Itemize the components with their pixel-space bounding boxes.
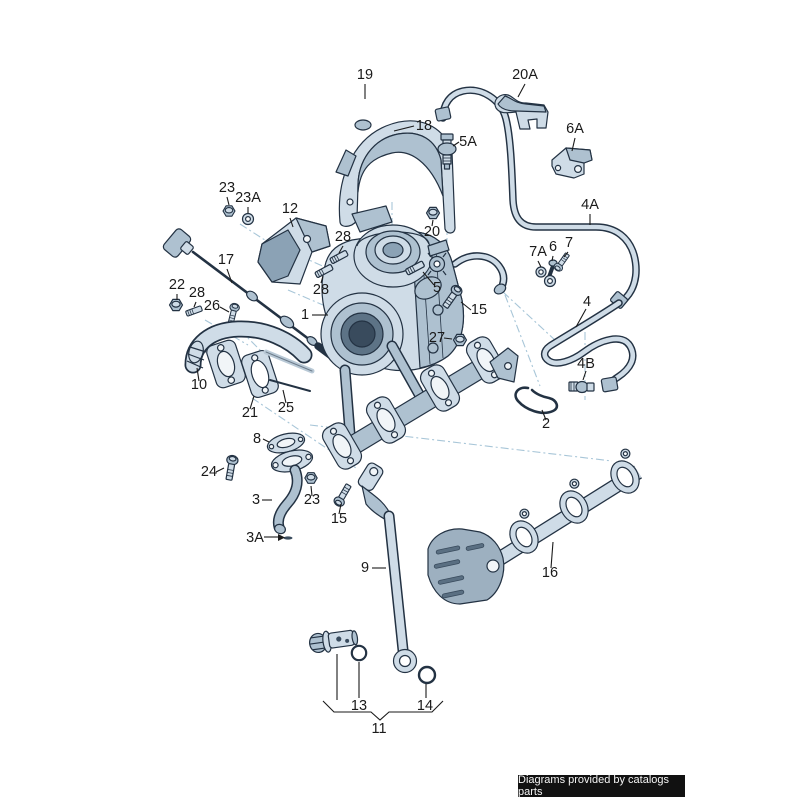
- part-3-oil-return-pipe: [270, 449, 314, 535]
- leader-lines: [176, 83, 591, 721]
- callout-28-a: 28: [335, 229, 351, 245]
- part-21-gasket: [241, 349, 279, 399]
- part-4-oil-pipe: [451, 252, 637, 393]
- part-25-rods: [263, 349, 315, 392]
- callout-9: 9: [361, 560, 369, 576]
- callout-7a: 7A: [529, 244, 547, 260]
- part-23-nut-lower: [304, 472, 318, 484]
- callout-24: 24: [201, 464, 217, 480]
- watermark-footer: Diagrams provided by catalogs parts: [518, 774, 685, 798]
- callout-26: 26: [204, 298, 220, 314]
- part-8-gasket: [266, 432, 306, 454]
- callout-5: 5: [433, 280, 441, 296]
- part-1-turbocharger: [318, 205, 519, 474]
- callout-22: 22: [169, 277, 185, 293]
- callout-23-top: 23: [219, 180, 235, 196]
- callout-15-upper: 15: [471, 302, 487, 318]
- callout-27: 27: [429, 330, 445, 346]
- callout-16: 16: [542, 565, 558, 581]
- part-5-clamp: [427, 252, 447, 276]
- part-6-banjo-bolt: [543, 259, 558, 288]
- callout-11: 11: [371, 721, 386, 737]
- part-12-bracket: [257, 217, 331, 285]
- part-6a-bracket: [551, 147, 593, 179]
- part-13-o-ring: [350, 644, 368, 662]
- callout-3a: 3A: [246, 530, 264, 546]
- callout-19: 19: [357, 67, 373, 83]
- part-20-nut: [425, 206, 441, 220]
- callout-23a: 23A: [235, 190, 261, 206]
- part-10-corrugated-pipe: [184, 320, 313, 389]
- callout-labels: 19 18 20A 5A 6A 4A 23 23A 12 28 20 17 7A…: [169, 67, 599, 737]
- part-28-stud-left: [184, 304, 204, 318]
- callout-4: 4: [583, 294, 591, 310]
- part-7a-washer: [535, 266, 547, 278]
- callout-14: 14: [417, 698, 433, 714]
- callout-28-left: 28: [189, 285, 205, 301]
- part-15-bolt-lower: [331, 481, 354, 509]
- watermark-text: Diagrams provided by catalogs parts: [518, 774, 670, 798]
- callout-28-b: 28: [313, 282, 329, 298]
- callout-2: 2: [542, 416, 550, 432]
- heat-shield-plate: [427, 528, 505, 605]
- part-11-banjo-bolt: [309, 629, 359, 654]
- callout-1: 1: [301, 307, 309, 323]
- callout-8: 8: [253, 431, 261, 447]
- callout-3: 3: [252, 492, 260, 508]
- callout-4b: 4B: [577, 356, 595, 372]
- callout-6: 6: [549, 239, 557, 255]
- callout-20: 20: [424, 224, 440, 240]
- callout-6a: 6A: [566, 121, 584, 137]
- callout-21: 21: [242, 405, 258, 421]
- part-24-bolt: [222, 454, 240, 482]
- part-20a-bracket: [494, 94, 549, 130]
- callout-23-lower: 23: [304, 492, 320, 508]
- callout-18: 18: [416, 118, 432, 134]
- part-14-o-ring: [417, 665, 437, 685]
- part-27-nut: [452, 333, 468, 347]
- callout-25: 25: [278, 400, 294, 416]
- callout-7: 7: [565, 235, 573, 251]
- callout-15-lower: 15: [331, 511, 347, 527]
- part-18-heat-shield: [335, 119, 456, 234]
- callout-12: 12: [282, 201, 298, 217]
- callout-20a: 20A: [512, 67, 538, 83]
- part-5a-fitting: [437, 133, 457, 170]
- part-23a-washer: [241, 212, 255, 226]
- part-4b-fitting: [568, 380, 595, 394]
- part-3a-seal: [283, 536, 293, 540]
- callout-10: 10: [191, 377, 207, 393]
- callout-5a: 5A: [459, 134, 477, 150]
- callout-4a: 4A: [581, 197, 599, 213]
- part-17-sensor: [162, 228, 334, 359]
- part-9-support-pipe: [357, 462, 418, 674]
- part-22-nut: [168, 298, 184, 312]
- callout-13: 13: [351, 698, 367, 714]
- part-2-retaining-clip: [514, 386, 559, 415]
- part-23-nut: [222, 205, 236, 217]
- part-4a-oil-supply-pipe: [434, 86, 640, 309]
- callout-17: 17: [218, 252, 234, 268]
